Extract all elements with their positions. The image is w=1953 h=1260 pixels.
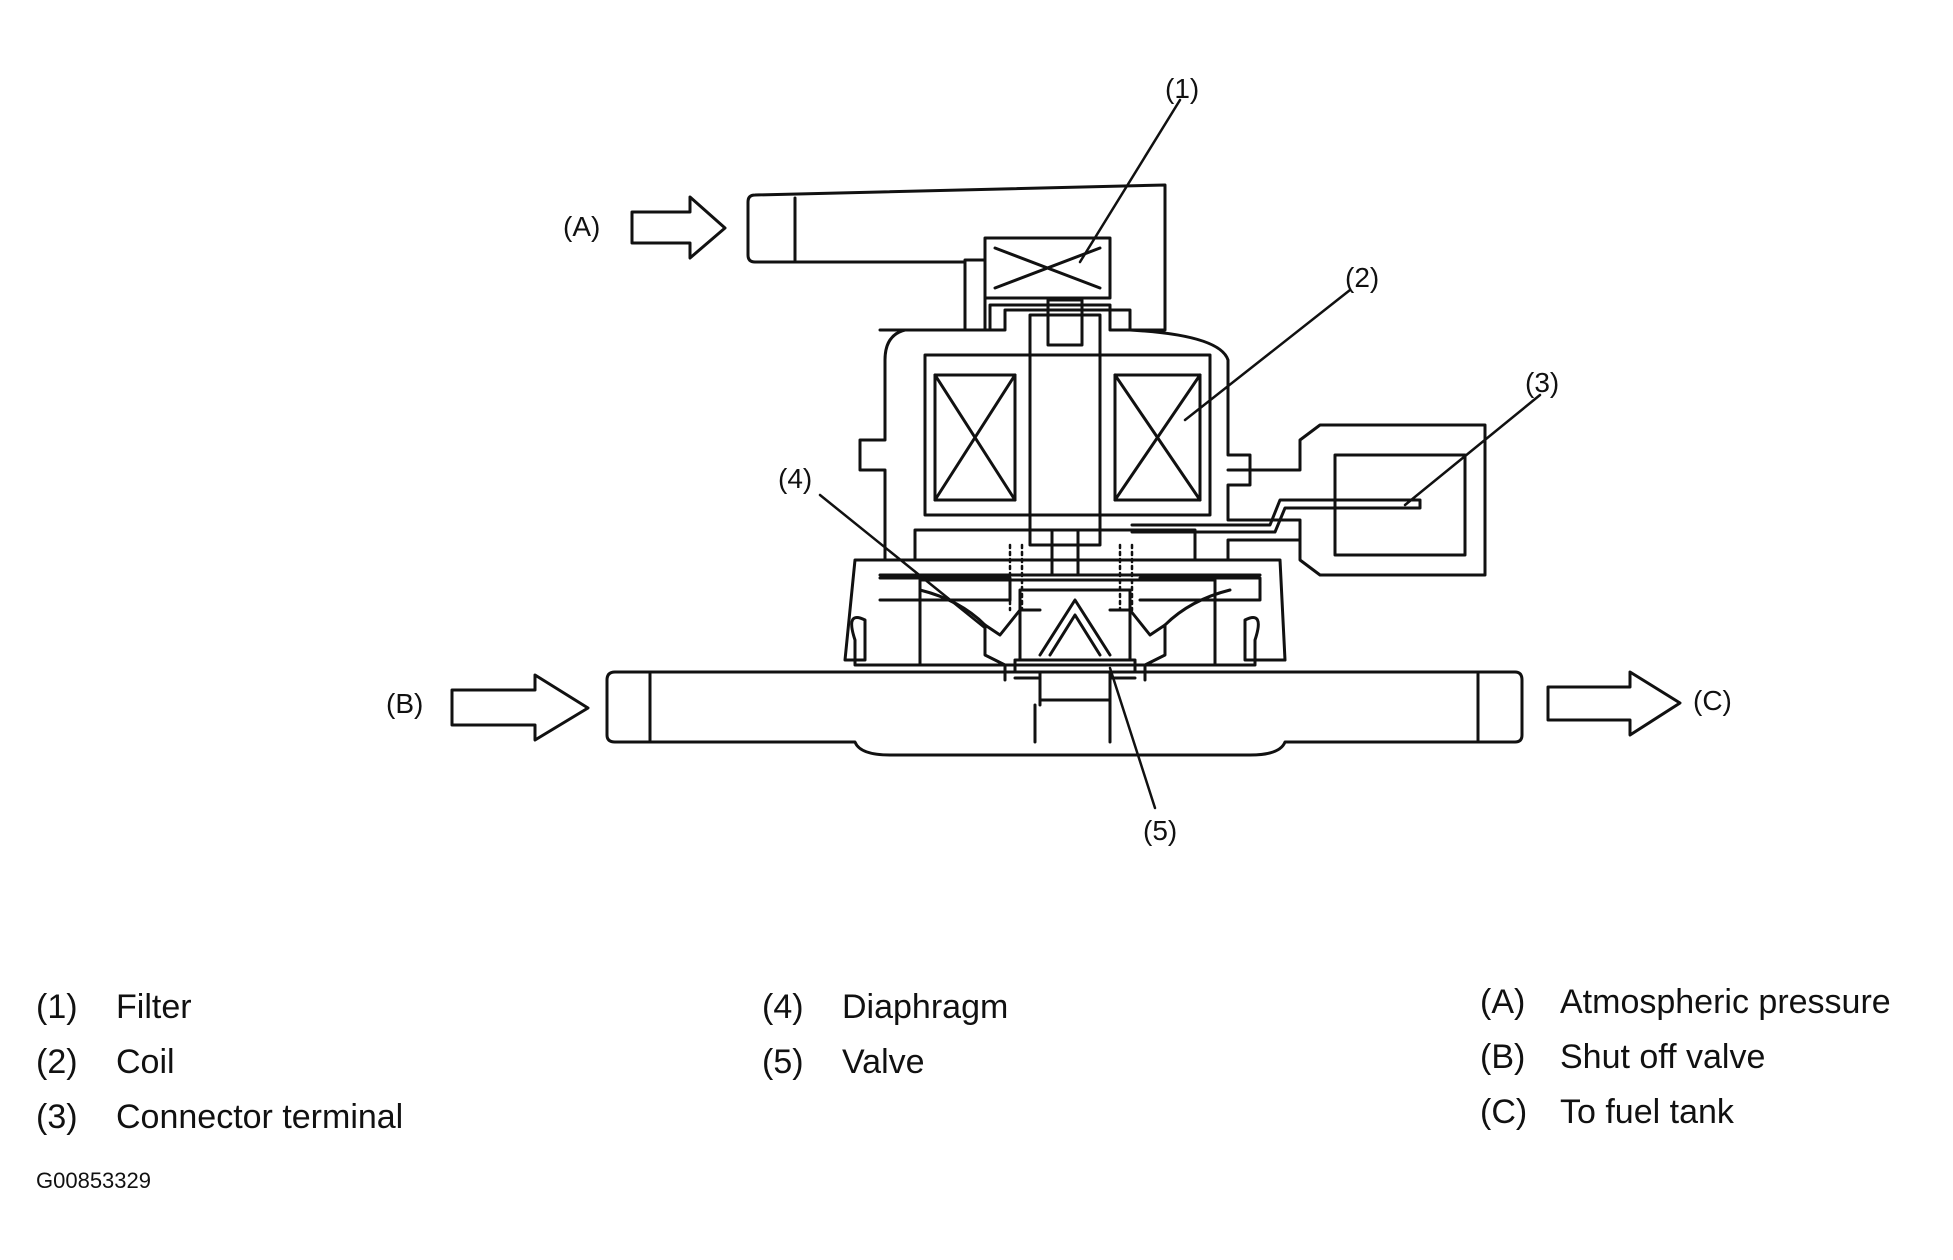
callout-5: (5) bbox=[1143, 815, 1177, 846]
legend-text: To fuel tank bbox=[1560, 1093, 1734, 1131]
callout-b: (B) bbox=[386, 688, 423, 719]
legend-text: Valve bbox=[842, 1043, 925, 1081]
valve-cross-section-diagram: (1) (2) (3) (4) (5) (A) (B) (C) bbox=[386, 73, 1732, 846]
leader-line-5 bbox=[1108, 666, 1157, 810]
legend-key: (C) bbox=[1480, 1093, 1528, 1131]
valve-housing bbox=[843, 558, 1287, 667]
legend-text: Diaphragm bbox=[842, 988, 1009, 1026]
callout-a: (A) bbox=[563, 211, 600, 242]
coil-right bbox=[1113, 373, 1202, 502]
legend-key: (1) bbox=[36, 988, 78, 1026]
connector-housing bbox=[1130, 423, 1487, 577]
leader-line-4 bbox=[818, 493, 987, 630]
spring-left bbox=[1008, 543, 1024, 612]
plunger-core bbox=[1028, 298, 1102, 577]
legend-text: Connector terminal bbox=[116, 1098, 404, 1136]
leader-line-1 bbox=[1078, 98, 1182, 264]
arrow-b-icon bbox=[450, 673, 590, 742]
solenoid-body bbox=[858, 308, 1302, 562]
coil-left bbox=[933, 373, 1017, 502]
main-pipe bbox=[605, 670, 1524, 757]
legend-text: Filter bbox=[116, 988, 192, 1026]
legend-key: (5) bbox=[762, 1043, 804, 1081]
leader-line-3 bbox=[1403, 393, 1542, 507]
callout-2: (2) bbox=[1345, 262, 1379, 293]
legend-text: Coil bbox=[116, 1043, 175, 1081]
figure-id: G00853329 bbox=[36, 1168, 151, 1193]
legend-key: (2) bbox=[36, 1043, 78, 1081]
callout-3: (3) bbox=[1525, 367, 1559, 398]
legend-key: (B) bbox=[1480, 1038, 1526, 1076]
callout-c: (C) bbox=[1693, 685, 1732, 716]
filter-housing bbox=[983, 236, 1112, 300]
legend-key: (A) bbox=[1480, 983, 1526, 1021]
callout-4: (4) bbox=[778, 463, 812, 494]
legend-key: (4) bbox=[762, 988, 804, 1026]
spring-right bbox=[1118, 543, 1134, 612]
legend-text: Shut off valve bbox=[1560, 1038, 1766, 1076]
legend-text: Atmospheric pressure bbox=[1560, 983, 1891, 1021]
leader-line-2 bbox=[1183, 288, 1352, 422]
callout-1: (1) bbox=[1165, 73, 1199, 104]
arrow-a-icon bbox=[630, 195, 727, 260]
atmospheric-inlet-pipe bbox=[746, 183, 1167, 332]
arrow-c-icon bbox=[1546, 670, 1682, 737]
legend-key: (3) bbox=[36, 1098, 78, 1136]
